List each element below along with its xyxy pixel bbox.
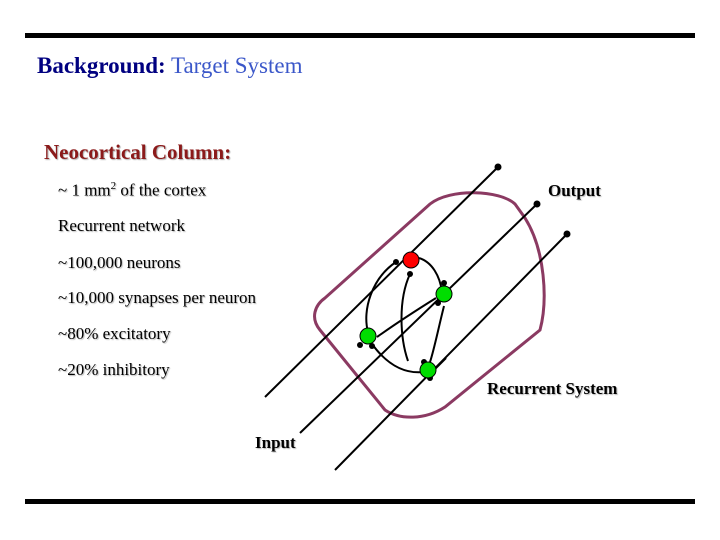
axon-end-dot (495, 164, 502, 171)
synapse-dot (407, 271, 413, 277)
neurons (360, 252, 452, 378)
connection-right-to-bottom (430, 306, 444, 362)
axon-end-dot (534, 201, 541, 208)
output-label: Output (548, 181, 601, 201)
input-label: Input (255, 433, 296, 453)
connection-left-to-bottom (372, 344, 424, 372)
inhibitory-neuron (403, 252, 419, 268)
excitatory-neuron-bottom (420, 362, 436, 378)
axon-end-dot (564, 231, 571, 238)
synapse-dot (357, 342, 363, 348)
synapse-dot (393, 259, 399, 265)
bottom-rule (25, 499, 695, 504)
synapse-dot (441, 280, 447, 286)
connection-red-to-green-right (419, 258, 442, 292)
excitatory-neuron-left (360, 328, 376, 344)
recurrent-system-label: Recurrent System (487, 379, 617, 399)
axon-line-3 (335, 234, 567, 470)
axon-line-1 (265, 167, 498, 397)
excitatory-neuron-right (436, 286, 452, 302)
recurrent-connections (366, 258, 446, 372)
